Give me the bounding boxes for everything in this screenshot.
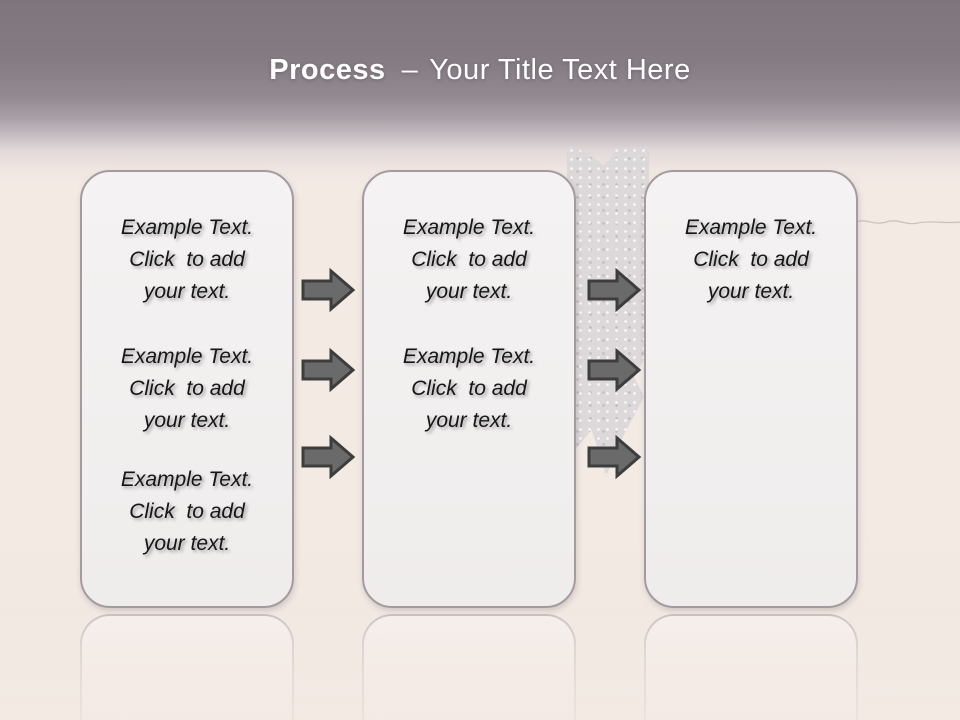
text-line: your text.: [143, 280, 231, 303]
torn-paper-texture: [567, 146, 649, 476]
text-placeholder[interactable]: Example Text. Click to add your text.: [82, 341, 292, 437]
text-line: your text.: [425, 409, 513, 432]
process-box-1[interactable]: Example Text. Click to add your text. Ex…: [80, 170, 294, 608]
text-line: Click to add: [411, 248, 527, 271]
process-box-3[interactable]: Example Text. Click to add your text.: [644, 170, 858, 608]
title-keyword: Process: [269, 54, 386, 86]
title-text: Your Title Text Here: [429, 54, 691, 86]
text-line: Click to add: [129, 500, 245, 523]
text-line: Example Text.: [120, 468, 254, 491]
text-line: your text.: [425, 280, 513, 303]
arrow-right-icon[interactable]: [300, 347, 356, 393]
text-line: Example Text.: [684, 216, 818, 239]
arrow-right-icon[interactable]: [586, 347, 642, 393]
reflection-fade: [0, 610, 960, 720]
text-line: your text.: [143, 532, 231, 555]
arrow-right-icon[interactable]: [300, 434, 356, 480]
slide-title[interactable]: Process–Your Title Text Here: [0, 54, 960, 87]
text-line: Click to add: [693, 248, 809, 271]
text-line: Click to add: [411, 377, 527, 400]
text-line: your text.: [707, 280, 795, 303]
text-placeholder[interactable]: Example Text. Click to add your text.: [364, 341, 574, 437]
arrow-right-icon[interactable]: [586, 267, 642, 313]
text-line: Click to add: [129, 248, 245, 271]
text-placeholder[interactable]: Example Text. Click to add your text.: [82, 212, 292, 308]
paper-crack-line: [856, 220, 960, 225]
arrow-right-icon[interactable]: [300, 267, 356, 313]
text-line: Click to add: [129, 377, 245, 400]
text-line: Example Text.: [402, 345, 536, 368]
arrow-right-icon[interactable]: [586, 434, 642, 480]
process-box-2[interactable]: Example Text. Click to add your text. Ex…: [362, 170, 576, 608]
text-line: Example Text.: [120, 345, 254, 368]
title-separator: –: [401, 54, 419, 86]
text-placeholder[interactable]: Example Text. Click to add your text.: [364, 212, 574, 308]
text-line: your text.: [143, 409, 231, 432]
text-line: Example Text.: [120, 216, 254, 239]
text-placeholder[interactable]: Example Text. Click to add your text.: [646, 212, 856, 308]
text-placeholder[interactable]: Example Text. Click to add your text.: [82, 464, 292, 560]
text-line: Example Text.: [402, 216, 536, 239]
